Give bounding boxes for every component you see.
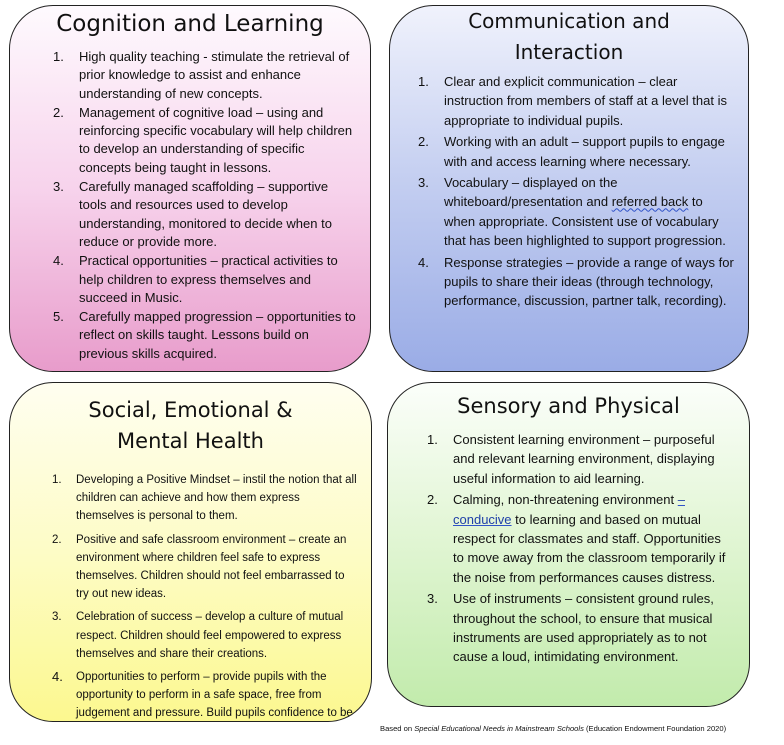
list-item: 3. Carefully managed scaffolding – suppor…: [53, 178, 358, 251]
list-item: 3. Celebration of success – develop a cul…: [52, 608, 359, 663]
item-text: Developing a Positive Mindset – instil t…: [76, 474, 357, 523]
item-number: 2.: [52, 533, 62, 546]
list-item: 2. Working with an adult – support pupils…: [418, 132, 734, 171]
item-number: 3.: [52, 611, 62, 624]
social-emotional-panel: Social, Emotional & Mental Health 1. Deve…: [9, 382, 372, 722]
item-number: 4.: [418, 254, 429, 270]
list-item: 4. Response strategies – provide a range …: [418, 253, 734, 311]
item-text-start: Vocabulary – displayed on the whiteboard…: [444, 175, 618, 210]
item-text: Practical opportunities – practical acti…: [79, 253, 338, 305]
item-text: Positive and safe classroom environment …: [76, 533, 347, 601]
list-item: 4. Opportunities to perform – provide pup…: [52, 668, 359, 721]
item-text: Carefully managed scaffolding – supporti…: [79, 179, 332, 249]
list-item: 2. Management of cognitive load – using a…: [53, 104, 358, 177]
item-text: Clear and explicit communication – clear…: [444, 74, 727, 128]
item-text-end: to when appropriate. Consistent use of v…: [444, 194, 726, 249]
item-text-end: to learning and based on mutual respect …: [453, 511, 726, 585]
strategy-list: 1. High quality teaching - stimulate the …: [53, 48, 358, 363]
item-number: 1.: [418, 74, 429, 89]
item-text: Use of instruments – consistent ground r…: [453, 591, 714, 665]
item-number: 4.: [52, 669, 63, 685]
item-text-start: Calming, non-threatening environment: [453, 492, 678, 508]
item-text: Opportunities to perform – provide pupil…: [76, 671, 353, 720]
item-number: 1.: [53, 49, 64, 64]
item-text: Management of cognitive load – using and…: [79, 104, 353, 175]
strategy-list: 1. Consistent learning environment – purp…: [427, 430, 735, 667]
list-item: 1. Developing a Positive Mindset – instil…: [52, 471, 359, 526]
hyperlink-text[interactable]: – conducive: [453, 492, 685, 527]
item-number: 1.: [427, 432, 438, 447]
cognition-learning-panel: Cognition and Learning 1. High quality te…: [9, 5, 371, 372]
spellcheck-marked-text: referred back: [611, 194, 689, 210]
strategy-list: 1. Clear and explicit communication – cle…: [418, 72, 734, 311]
panel-title: Communication and Interaction: [468, 9, 670, 64]
item-text: Response strategies – provide a range of…: [444, 254, 734, 309]
list-item: 2. Calming, non-threatening environment –…: [427, 490, 735, 587]
list-item: 3. Vocabulary – displayed on the whiteboa…: [418, 173, 734, 251]
item-text: High quality teaching - stimulate the re…: [79, 49, 350, 101]
panel-title: Sensory and Physical: [457, 394, 680, 418]
sensory-physical-panel: Sensory and Physical 1. Consistent learni…: [387, 382, 750, 707]
item-number: 3.: [418, 175, 429, 191]
item-text: Consistent learning environment – purpos…: [453, 432, 715, 486]
list-item: 3. Use of instruments – consistent ground…: [427, 589, 735, 667]
item-number: 5.: [53, 309, 64, 325]
item-number: 3.: [53, 179, 64, 195]
item-number: 2.: [53, 104, 64, 120]
citation-suffix: (Education Endowment Foundation 2020): [583, 724, 727, 733]
source-citation: Based on Special Educational Needs in Ma…: [380, 724, 780, 734]
item-number: 2.: [427, 492, 438, 508]
strategy-list: 1. Developing a Positive Mindset – instil…: [52, 471, 359, 721]
item-text: Celebration of success – develop a cultu…: [76, 611, 344, 660]
citation-prefix: Based on: [380, 724, 415, 733]
item-text: Carefully mapped progression – opportuni…: [79, 309, 356, 361]
item-text: Working with an adult – support pupils t…: [444, 134, 725, 169]
list-item: 2. Positive and safe classroom environmen…: [52, 531, 359, 604]
panel-title: Cognition and Learning: [56, 11, 324, 37]
item-number: 1.: [52, 474, 62, 486]
list-item: 1. High quality teaching - stimulate the …: [53, 48, 358, 103]
list-item: 1. Clear and explicit communication – cle…: [418, 72, 734, 130]
list-item: 5. Carefully mapped progression – opportu…: [53, 308, 358, 363]
panel-title: Social, Emotional & Mental Health: [88, 398, 293, 453]
communication-interaction-panel: Communication and Interaction 1. Clear an…: [389, 5, 749, 372]
citation-title: Special Educational Needs in Mainstream …: [414, 724, 584, 733]
item-number: 2.: [418, 134, 429, 150]
list-item: 4. Practical opportunities – practical ac…: [53, 252, 358, 307]
item-number: 4.: [53, 253, 64, 269]
item-number: 3.: [427, 591, 438, 607]
list-item: 1. Consistent learning environment – purp…: [427, 430, 735, 488]
